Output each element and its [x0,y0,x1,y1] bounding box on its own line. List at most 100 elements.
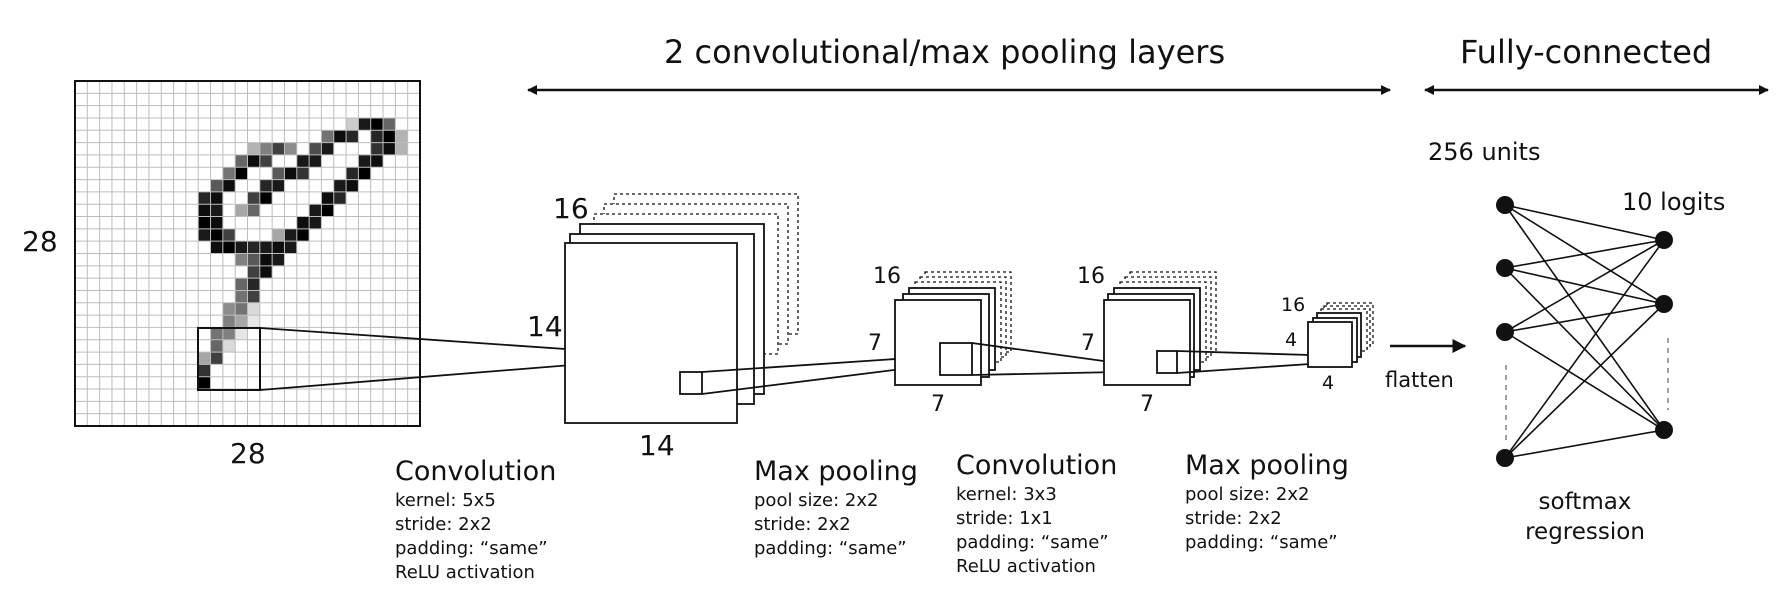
digit-pixel [222,339,236,353]
op-caption-pool1: Max pooling pool size: 2x2 stride: 2x2 p… [754,458,918,561]
digit-pixel [222,167,236,180]
digit-pixel [247,290,260,303]
op-caption-pool2: Max pooling pool size: 2x2 stride: 2x2 p… [1185,452,1349,555]
feature-map-stack-4 [1307,302,1374,368]
op-detail: ReLU activation [956,556,1096,577]
digit-pixel [358,117,371,131]
stage1-height-label: 14 [527,310,563,343]
digit-pixel [284,142,297,155]
op-detail: ReLU activation [395,562,535,583]
digit-pixel [383,142,396,155]
digit-pixel [333,191,347,205]
digit-pixel [272,167,285,180]
digit-pixel [259,253,273,266]
digit-pixel [247,142,260,155]
logit-node [1655,295,1673,313]
stage4-height-label: 4 [1285,329,1298,351]
feature-map-stack-3 [1103,271,1217,386]
digit-pixel [395,130,408,143]
projection-line [701,357,911,373]
stage1-width-label: 14 [639,429,675,462]
feature-map-stack-2 [894,271,1012,386]
digit-pixel [247,154,260,168]
digit-pixel [259,241,273,254]
op-detail: pool size: 2x2 [754,490,879,511]
digit-pixel [259,142,273,155]
digit-pixel [198,352,211,365]
projection-line [701,367,911,395]
projection-line [1176,350,1311,356]
digit-pixel [210,241,223,254]
fc-section-title: Fully-connected [1460,33,1713,71]
digit-pixel [222,327,236,340]
stage2-height-label: 7 [868,331,882,356]
digit-pixel [370,130,384,143]
op-title: Max pooling [754,456,918,487]
digit-pixel [321,204,334,217]
hidden-units-label: 256 units [1428,138,1541,166]
digit-pixel [210,352,223,365]
fc-connection [1504,239,1665,333]
stage3-height-label: 7 [1081,331,1095,356]
digit-pixel [235,302,248,316]
stage2-depth-label: 16 [873,264,901,289]
stage4-width-label: 4 [1322,372,1335,394]
feature-map-stack-1 [564,193,799,424]
hidden-unit-node [1496,259,1514,277]
digit-pixel [358,167,371,180]
digit-pixel [222,228,236,242]
digit-pixel [198,228,211,242]
output-logits-label: 10 logits [1622,188,1726,216]
digit-pixel [370,142,384,155]
digit-pixel [309,154,322,168]
op-detail: padding: “same” [956,532,1109,553]
digit-pixel [370,117,384,131]
digit-pixel [235,315,248,328]
op-detail: stride: 2x2 [1185,508,1282,529]
digit-pixel [272,241,285,254]
digit-pixel [210,228,223,242]
digit-pixel [346,179,359,192]
digit-pixel [333,179,347,192]
digit-pixel [222,241,236,254]
digit-pixel [247,253,260,266]
fc-connection [1504,239,1665,459]
digit-pixel [198,191,211,205]
softmax-label: softmax regression [1510,487,1660,547]
op-detail: padding: “same” [1185,532,1338,553]
digit-pixel [235,253,248,266]
projection-line [259,361,610,391]
digit-pixel [346,130,359,143]
digit-pixel [296,228,310,242]
digit-pixel [346,167,359,180]
logit-node [1655,231,1673,249]
input-height-label: 28 [22,225,58,258]
digit-pixel [247,204,260,217]
stage2-width-label: 7 [931,392,945,417]
stage1-depth-label: 16 [553,192,589,225]
op-detail: stride: 1x1 [956,508,1053,529]
digit-pixel [210,327,223,340]
digit-pixel [296,167,310,180]
digit-pixel [370,154,384,168]
hidden-unit-node [1496,196,1514,214]
stage4-depth-label: 16 [1281,294,1306,316]
digit-pixel [235,167,248,180]
projection-line [971,371,1119,376]
op-caption-conv1: Convolution kernel: 5x5 stride: 2x2 padd… [395,458,556,585]
digit-pixel [383,130,396,143]
digit-pixel [235,327,248,340]
digit-pixel [222,179,236,192]
digit-pixel [210,191,223,205]
digit-pixel [198,364,211,377]
digit-pixel [333,130,347,143]
digit-pixel [346,117,359,131]
digit-pixel [210,204,223,217]
digit-pixel [198,204,211,217]
digit-pixel [321,130,334,143]
digit-pixel [296,216,310,229]
digit-pixel [309,142,322,155]
op-title: Convolution [395,456,557,487]
op-detail: stride: 2x2 [395,514,492,535]
